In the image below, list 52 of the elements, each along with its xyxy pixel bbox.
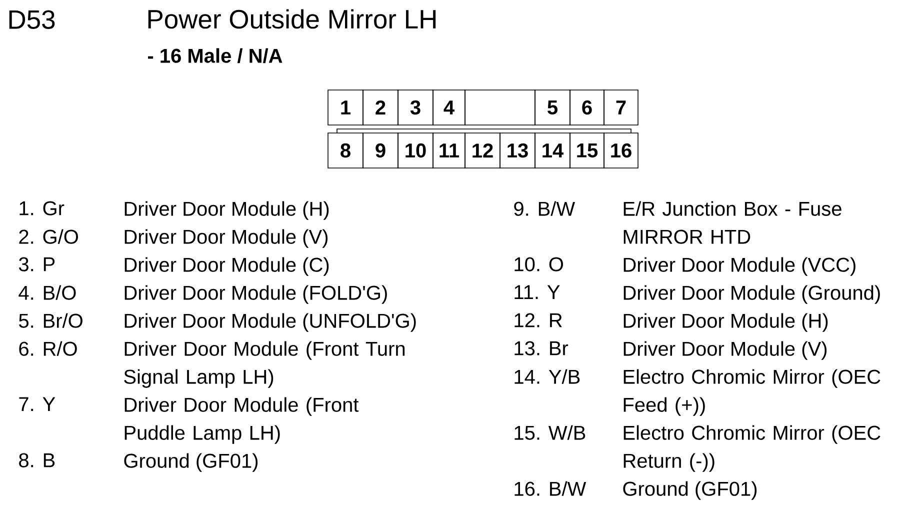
pin-wire-code: 5. Br/O — [19, 313, 82, 328]
pin-description: Electro Chromic Mirror (OEC Feed (+)) — [624, 369, 880, 416]
pin-description: Driver Door Module (Front Turn Signal Lamp LH) — [124, 341, 405, 388]
pin-wire-code: 13. Br — [514, 341, 568, 356]
pin-cell: 5 — [534, 90, 570, 126]
pin-cell: 2 — [362, 90, 398, 126]
pin-wire-code: 4. B/O — [18, 285, 76, 300]
pin-description: Driver Door Module (Front Puddle Lamp LH) — [124, 397, 359, 444]
pin-wire-code: 7. Y — [19, 397, 56, 411]
pin-cell: 9 — [362, 132, 398, 168]
pin-wire-code: 12. R — [514, 313, 562, 328]
empty-cell — [464, 90, 536, 126]
pin-cell: 3 — [398, 90, 434, 126]
pin-cell: 13 — [500, 132, 536, 168]
pin-cell: 7 — [604, 90, 638, 126]
pin-wire-code: 3. P — [18, 257, 55, 272]
pin-description: Driver Door Module (C) — [124, 257, 329, 276]
connector-spec: - 16 Male / N/A — [148, 48, 282, 64]
pin-cell: 8 — [328, 132, 364, 168]
connector-code: D53 — [9, 10, 55, 29]
pin-cell: 10 — [398, 132, 434, 168]
pin-description: Driver Door Module (V) — [624, 341, 827, 360]
pin-description: E/R Junction Box - Fuse MIRROR HTD — [624, 201, 842, 244]
pin-wire-code: 9. B/W — [514, 201, 575, 216]
pin-description: Ground (GF01) — [124, 453, 258, 472]
pin-wire-code: 16. B/W — [514, 481, 586, 496]
pin-description: Driver Door Module (VCC) — [624, 257, 856, 276]
pin-description: Electro Chromic Mirror (OEC Return (-)) — [624, 425, 880, 472]
pin-cell: 11 — [432, 132, 466, 168]
pin-wire-code: 14. Y/B — [514, 369, 580, 384]
pin-description: Driver Door Module (FOLD'G) — [124, 285, 387, 304]
pin-description: Driver Door Module (H) — [624, 313, 828, 332]
heading: Power Outside Mirror LH — [148, 9, 436, 29]
pin-wire-code: 2. G/O — [19, 229, 78, 244]
pin-cell: 15 — [570, 132, 604, 168]
pin-cell: 12 — [464, 132, 500, 168]
pin-wire-code: 8. B — [19, 453, 55, 468]
pin-wire-code: 10. O — [514, 257, 563, 272]
pin-cell: 6 — [570, 90, 604, 126]
pin-wire-code: 11. Y — [514, 285, 560, 299]
pin-cell: 4 — [432, 90, 466, 126]
pin-description: Driver Door Module (H) — [124, 201, 329, 220]
pin-wire-code: 15. W/B — [514, 425, 586, 440]
pin-cell: 16 — [604, 132, 638, 168]
pin-description: Driver Door Module (V) — [124, 229, 328, 248]
pin-wire-code: 1. Gr — [20, 201, 64, 216]
pin-cell: 1 — [328, 90, 364, 126]
pin-description: Ground (GF01) — [623, 481, 757, 500]
pin-description: Driver Door Module (UNFOLD'G) — [124, 313, 416, 332]
pin-cell: 14 — [534, 132, 570, 168]
pin-wire-code: 6. R/O — [19, 341, 77, 356]
pin-description: Driver Door Module (Ground) — [624, 285, 880, 304]
